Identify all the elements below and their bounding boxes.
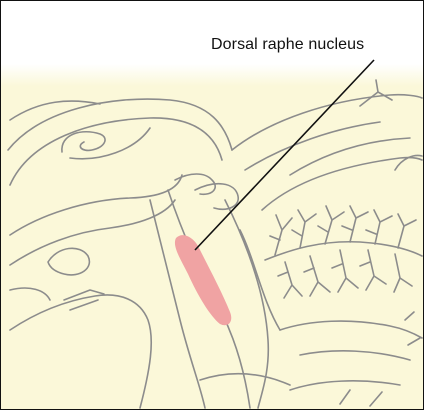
annotation-label: Dorsal raphe nucleus — [211, 36, 364, 54]
tissue-background — [0, 78, 424, 410]
